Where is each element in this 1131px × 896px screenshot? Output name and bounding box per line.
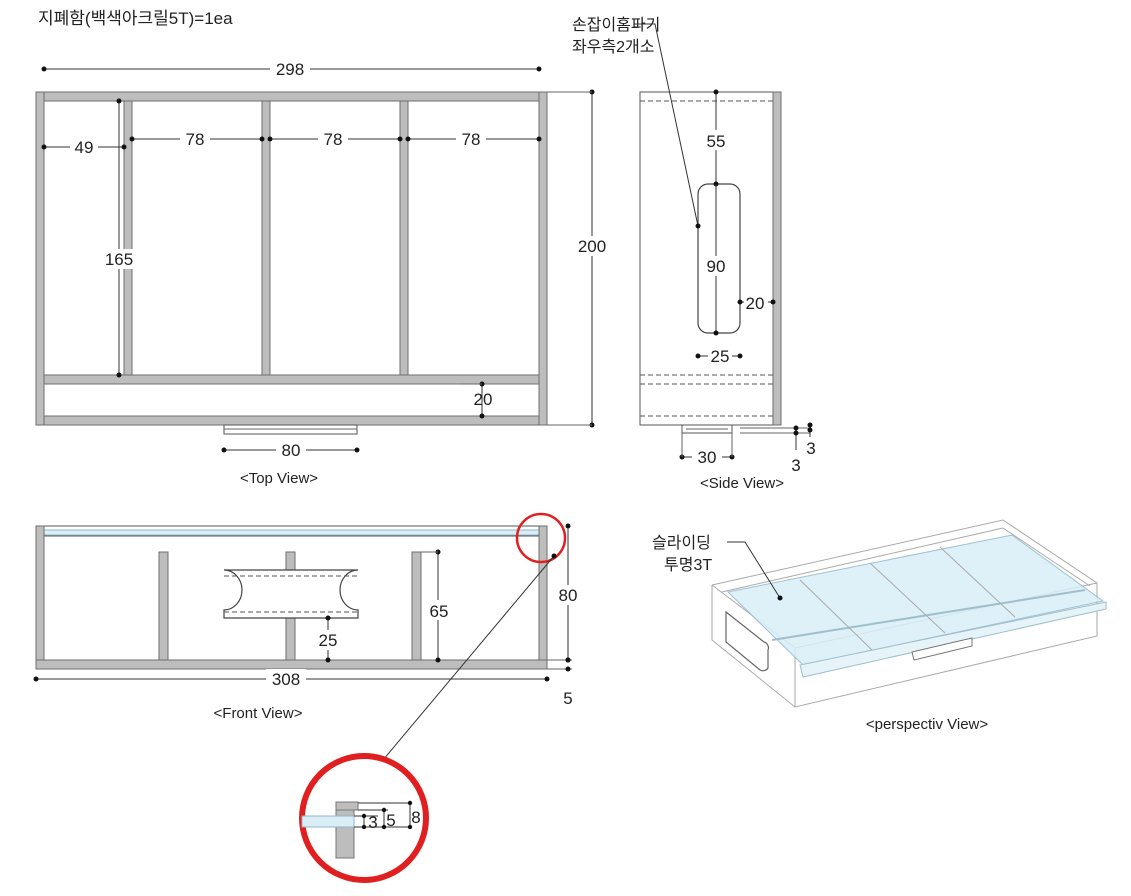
perspective-front-handle — [911, 637, 973, 661]
dim-front-overall-width: 308 — [272, 670, 300, 689]
side-view-note-line-2: 좌우측2개소 — [572, 38, 655, 56]
front-view-caption: <Front View> — [214, 705, 303, 722]
dim-top-bay-2: 78 — [324, 130, 343, 149]
dim-side-base-width: 30 — [698, 448, 717, 467]
dim-top-inner-depth: 165 — [105, 250, 133, 269]
dim-side-rail-b: 3 — [791, 456, 800, 475]
detail-view: 3 5 8 — [299, 753, 429, 883]
front-view: 65 25 80 5 308 <Front View> — [33, 512, 582, 798]
dim-top-handle: 80 — [282, 441, 301, 460]
dim-side-slot-width: 25 — [711, 347, 730, 366]
side-view-back-panel — [772, 91, 782, 426]
detail-glass-section — [301, 815, 355, 828]
dim-side-slot-height: 90 — [707, 257, 726, 276]
perspective-note-line-2: 투명3T — [664, 556, 712, 574]
perspective-box-outline — [711, 519, 1098, 708]
dim-front-cutout-depth: 25 — [319, 631, 338, 650]
drawing-title: 지폐함(백색아크릴5T)=1ea — [38, 9, 233, 28]
dim-side-top-offset: 55 — [707, 132, 726, 151]
top-view-front-panel — [35, 415, 548, 426]
dim-detail-c: 8 — [411, 808, 420, 827]
top-view-left-panel — [35, 91, 45, 426]
dim-front-height: 80 — [559, 586, 578, 605]
top-view-back-panel — [35, 91, 548, 102]
front-view-divider-1 — [158, 551, 169, 661]
front-view-right-panel — [538, 525, 548, 670]
dim-side-rail-a: 3 — [806, 439, 815, 458]
top-view-right-panel — [538, 91, 548, 426]
perspective-view: 슬라이딩 투명3T <perspectiv View> — [652, 519, 1107, 733]
dim-detail-b: 5 — [386, 811, 395, 830]
perspective-note-line-1: 슬라이딩 — [652, 534, 711, 552]
dim-front-divider-height: 65 — [430, 602, 449, 621]
side-view-caption: <Side View> — [700, 475, 784, 492]
top-view-caption: <Top View> — [240, 470, 318, 487]
perspective-side-handle-slot — [725, 610, 770, 672]
top-view-divider-1 — [123, 100, 133, 376]
front-view-highlight-circle — [515, 512, 567, 564]
dim-top-bay-3: 78 — [462, 130, 481, 149]
front-view-left-panel — [35, 525, 45, 670]
dim-top-overall-width: 298 — [276, 60, 304, 79]
dim-top-bay-1: 78 — [186, 130, 205, 149]
top-view: 298 49 78 78 78 165 200 2 — [35, 58, 610, 487]
top-view-front-divider — [43, 374, 540, 385]
perspective-view-caption: <perspectiv View> — [866, 716, 989, 733]
front-view-handle-cutout — [223, 569, 359, 619]
front-view-base — [35, 659, 548, 670]
side-view-note-line-1: 손잡이홈파기 — [572, 16, 660, 34]
side-view: 55 90 20 25 30 3 3 손잡이홈파기 좌우측2개소 — [572, 16, 816, 492]
dim-top-front-gap: 20 — [474, 390, 493, 409]
top-view-divider-2 — [261, 100, 271, 376]
dim-detail-a: 3 — [368, 813, 377, 832]
perspective-glass-edge — [799, 601, 1107, 678]
front-view-glass-slide — [39, 529, 544, 536]
front-view-divider-3 — [411, 551, 422, 661]
dim-front-base-thickness: 5 — [563, 689, 572, 708]
dim-top-overall-depth: 200 — [578, 237, 606, 256]
top-view-divider-3 — [399, 100, 409, 376]
dim-side-edge-gap: 20 — [746, 294, 765, 313]
dim-top-left-gap: 49 — [75, 138, 94, 157]
